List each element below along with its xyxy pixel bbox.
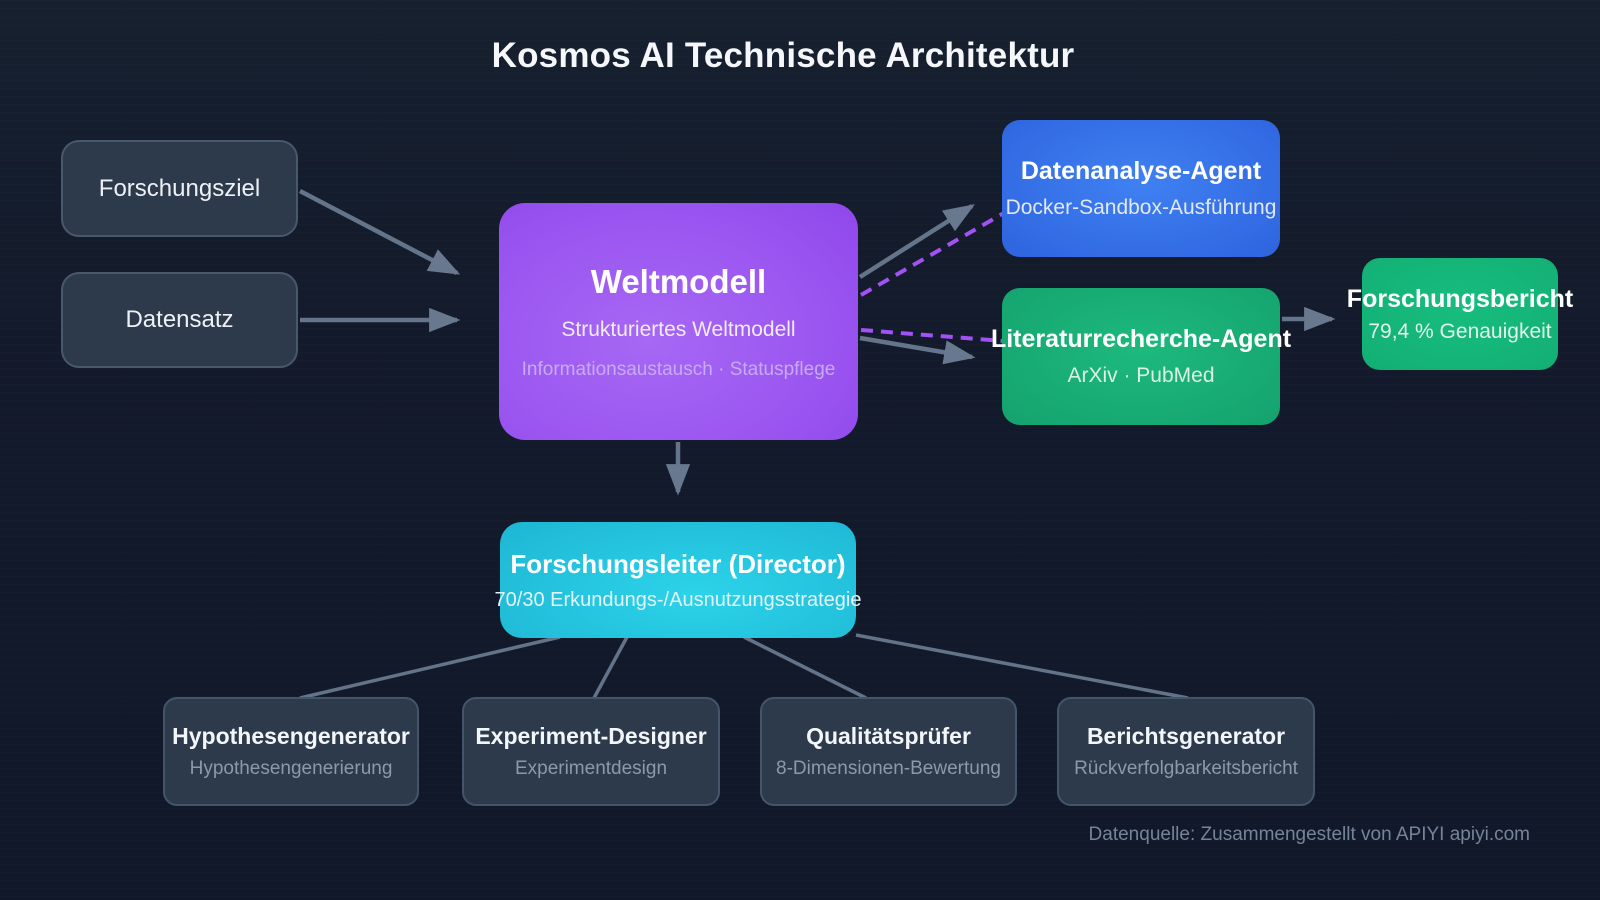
node-title: Forschungsleiter (Director) — [510, 548, 846, 579]
node-subtitle: Hypothesengenerierung — [189, 758, 393, 779]
node-hypothesengenerator: Hypothesengenerator Hypothesengenerierun… — [163, 697, 419, 806]
arrow-weltmodell-literatur — [859, 335, 976, 365]
line-director-experiment — [592, 636, 629, 699]
node-label: Forschungsziel — [98, 174, 261, 202]
node-subtitle: Rückverfolgbarkeitsbericht — [1074, 758, 1298, 779]
line-director-qualitaet — [743, 635, 867, 700]
node-subtitle: 70/30 Erkundungs-/Ausnutzungsstrategie — [494, 588, 862, 611]
node-subtitle: 8-Dimensionen-Bewertung — [776, 758, 1001, 779]
node-subtitle: Strukturiertes Weltmodell — [561, 317, 796, 341]
line-director-berichtgen — [855, 633, 1189, 700]
node-experiment-designer: Experiment-Designer Experimentdesign — [462, 697, 720, 806]
node-title: Berichtsgenerator — [1086, 723, 1286, 749]
node-weltmodell: Weltmodell Strukturiertes Weltmodell Inf… — [499, 203, 858, 440]
node-title: Hypothesengenerator — [172, 723, 410, 749]
node-literaturrecherche-agent: Literaturrecherche-Agent ArXiv · PubMed — [991, 288, 1291, 425]
node-detail: Informationsaustausch · Statuspflege — [521, 358, 836, 380]
node-title: Weltmodell — [590, 262, 767, 300]
line-director-hypothesen — [299, 635, 561, 700]
dashed-link-weltmodell-literatur — [860, 328, 1005, 343]
dashed-link-weltmodell-datenanalyse — [860, 211, 1005, 297]
node-title: Literaturrecherche-Agent — [990, 325, 1292, 353]
node-datensatz: Datensatz — [61, 272, 298, 368]
node-title: Qualitätsprüfer — [806, 723, 971, 749]
node-subtitle: Docker-Sandbox-Ausführung — [1005, 196, 1277, 219]
node-datenanalyse-agent: Datenanalyse-Agent Docker-Sandbox-Ausfüh… — [1002, 120, 1280, 257]
node-subtitle: Experimentdesign — [514, 758, 668, 779]
node-title: Datenanalyse-Agent — [1020, 157, 1262, 185]
node-qualitaetspruefer: Qualitätsprüfer 8-Dimensionen-Bewertung — [760, 697, 1017, 806]
node-title: Experiment-Designer — [475, 723, 707, 749]
node-forschungsbericht: Forschungsbericht 79,4 % Genauigkeit — [1347, 258, 1573, 370]
data-source-attribution: Datenquelle: Zusammengestellt von APIYI … — [1088, 824, 1530, 845]
node-berichtsgenerator: Berichtsgenerator Rückverfolgbarkeitsber… — [1057, 697, 1315, 806]
node-label: Datensatz — [125, 306, 234, 333]
diagram-title: Kosmos AI Technische Architektur — [491, 36, 1075, 75]
node-forschungsleiter-director: Forschungsleiter (Director) 70/30 Erkund… — [495, 522, 861, 638]
node-forschungsziel: Forschungsziel — [61, 140, 298, 237]
node-subtitle: 79,4 % Genauigkeit — [1368, 319, 1552, 343]
node-title: Forschungsbericht — [1346, 284, 1574, 313]
arrow-weltmodell-datenanalyse — [858, 204, 976, 279]
node-subtitle: ArXiv · PubMed — [1067, 364, 1215, 387]
arrow-forschungsziel-weltmodell — [298, 189, 461, 275]
